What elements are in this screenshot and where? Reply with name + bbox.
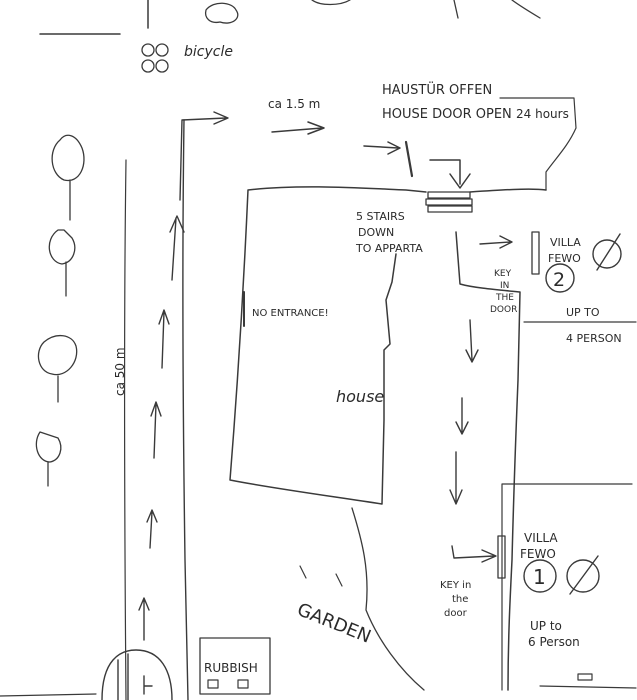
villa2-number-circle — [545, 263, 575, 293]
street-line-left — [123, 159, 127, 700]
villa1-label-line2: FEWO — [520, 547, 556, 561]
top-building-edge — [39, 0, 149, 35]
gate-latch — [143, 675, 153, 695]
direction-arrow — [138, 597, 150, 641]
tree-icon — [48, 229, 76, 297]
distance-top-label: ca 1.5 m — [268, 97, 320, 111]
house-right-wall — [455, 231, 521, 691]
tree-icon — [37, 335, 78, 403]
key-bottom-line1: KEY in — [440, 580, 471, 591]
house-door-mark — [404, 140, 414, 178]
direction-arrow — [179, 111, 229, 201]
villa1-door — [497, 535, 506, 579]
garden-mark — [299, 565, 343, 587]
haustur-label: HAUSTÜR OFFEN — [382, 81, 492, 98]
distance-side-label: ca 50 m — [113, 347, 127, 396]
direction-arrow — [363, 141, 401, 155]
house-label: house — [336, 387, 384, 406]
stairs-icon — [425, 191, 473, 213]
gate-arch — [101, 649, 173, 700]
top-tree-sketch — [204, 2, 239, 24]
stairs-label-line1: 5 STAIRS — [356, 210, 405, 223]
key-top-line4: DOOR — [490, 305, 517, 315]
bicycle-label: bicycle — [184, 44, 233, 60]
house-bottom-wall — [351, 507, 425, 691]
villa2-number: 2 — [553, 269, 565, 291]
bicycle-icon — [141, 43, 169, 73]
direction-arrow — [158, 309, 170, 369]
rubbish-bin — [207, 679, 219, 689]
direction-arrow — [150, 401, 162, 459]
house-outline — [229, 186, 547, 505]
tree-icon — [35, 431, 62, 487]
upto4-line1: UP TO — [566, 306, 600, 319]
direction-arrow — [146, 509, 158, 549]
no-smoking-icon — [566, 555, 600, 595]
direction-arrow — [449, 451, 463, 505]
direction-arrow — [169, 215, 185, 281]
direction-arrow — [479, 235, 513, 249]
key-top-line3: THE — [495, 293, 514, 303]
top-mark — [311, 0, 541, 19]
door-label-border — [499, 97, 577, 191]
villa1-number-circle — [523, 559, 557, 593]
direction-arrow — [455, 397, 469, 435]
villa2-label-line2: FEWO — [548, 252, 581, 265]
villa1-box — [501, 483, 633, 691]
key-bottom-line2: the — [452, 594, 468, 605]
upto6-line2: 6 Person — [528, 635, 580, 649]
villa2-label-line1: VILLA — [550, 236, 581, 249]
direction-arrow — [271, 121, 325, 135]
upto4-line2: 4 PERSON — [566, 332, 622, 345]
direction-arrow — [465, 319, 479, 363]
no-entrance-label: NO ENTRANCE! — [252, 308, 329, 319]
villa2-door — [531, 231, 540, 275]
rubbish-label: RUBBISH — [204, 661, 258, 675]
no-smoking-icon — [592, 233, 622, 271]
villa1-number: 1 — [533, 565, 546, 589]
key-top-line1: KEY — [494, 269, 512, 279]
key-bottom-line3: door — [444, 608, 468, 619]
garden-label: GARDEN — [294, 599, 374, 647]
hours-label: 24 hours — [516, 107, 569, 121]
house-door-label: HOUSE DOOR OPEN — [382, 107, 512, 122]
tree-icon — [51, 134, 85, 221]
stairs-label-line2: DOWN — [358, 226, 394, 239]
bottom-right-mark — [577, 673, 593, 681]
door-down-arrow — [429, 159, 471, 189]
ground-line — [0, 685, 637, 697]
rubbish-shed — [199, 637, 271, 695]
rubbish-bin — [237, 679, 249, 689]
key-top-line2: IN — [500, 281, 509, 291]
stairs-label-line3: TO APPARTA — [355, 242, 423, 255]
villa1-label-line1: VILLA — [524, 531, 558, 545]
upto6-line1: UP to — [530, 619, 562, 633]
direction-arrow — [451, 545, 497, 563]
street-line — [182, 119, 189, 700]
